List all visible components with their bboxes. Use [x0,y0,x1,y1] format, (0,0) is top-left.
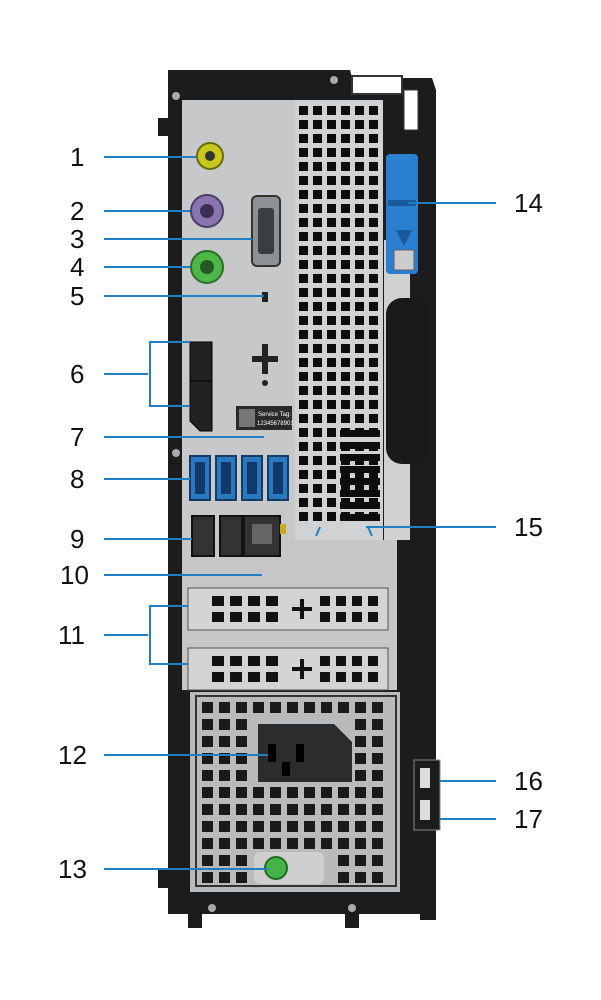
callout-number-4: 4 [70,252,84,282]
leader-line-11-branch-1 [149,605,188,665]
callout-number-17: 17 [514,804,543,834]
usb3-ports [189,455,289,501]
power-connector-port [258,724,352,782]
chassis-handle [386,298,428,464]
leader-line-6-branch-1 [149,341,190,407]
service-tag-number: 12345678901 [257,421,294,427]
audio-line-out-port [196,142,224,170]
serial-port [251,195,281,267]
callout-number-8: 8 [70,464,84,494]
callout-number-2: 2 [70,196,84,226]
callout-number-11: 11 [58,620,85,650]
callout-number-14: 14 [514,188,543,218]
service-tag-label: Service Tag: 12345678901 [236,406,294,430]
power-supply [195,695,397,887]
callout-number-16: 16 [514,766,543,796]
callout-number-1: 1 [70,142,84,172]
ps2-keyboard-port [190,194,224,228]
callout-number-6: 6 [70,359,84,389]
callout-number-10: 10 [60,560,89,590]
release-latch [386,154,418,274]
leader-line-15-branch-2 [367,526,373,537]
callout-number-5: 5 [70,281,84,311]
power-supply-diagnostic-light [254,852,324,884]
callout-number-9: 9 [70,524,84,554]
callout-number-12: 12 [58,740,87,770]
leader-line-15-branch-1 [315,526,321,537]
kensington-lock-slot [393,249,415,271]
callout-number-15: 15 [514,512,543,542]
callout-number-7: 7 [70,422,84,452]
optional-port-cover [252,292,278,386]
expansion-card-slots [187,587,389,691]
padlock-ring [413,759,441,831]
network-port [243,515,286,557]
displayport-connectors [189,341,213,432]
service-tag-title: Service Tag: [258,412,291,418]
ventilation-grille [299,106,380,521]
callout-number-13: 13 [58,854,87,884]
usb2-ports [191,515,243,557]
callout-number-3: 3 [70,224,84,254]
ps2-mouse-port [190,250,224,284]
